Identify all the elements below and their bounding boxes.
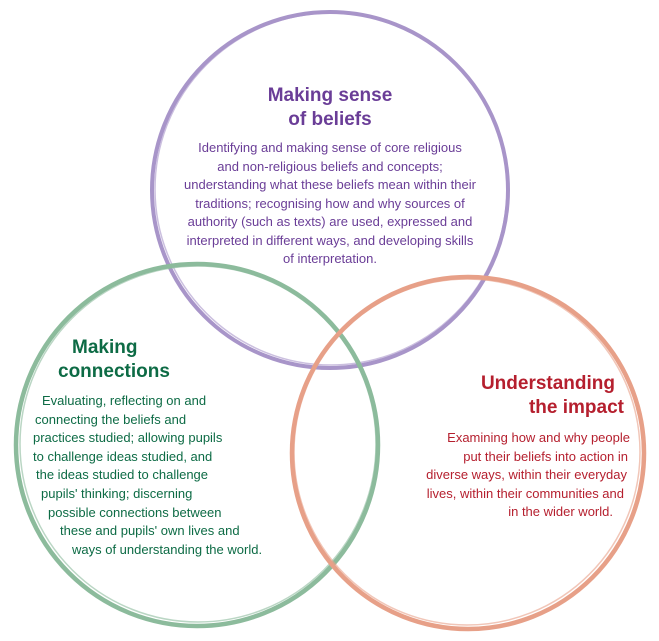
connections-body-line: Evaluating, reflecting on and bbox=[42, 393, 207, 408]
connections-body-line: practices studied; allowing pupils bbox=[33, 430, 223, 446]
circle-beliefs bbox=[150, 10, 510, 370]
beliefs-body-line: understanding what these beliefs mean wi… bbox=[184, 177, 476, 192]
beliefs-title-line: of beliefs bbox=[288, 109, 372, 130]
beliefs-body-line: interpreted in different ways, and devel… bbox=[186, 232, 474, 248]
connections-title-line: connections bbox=[58, 361, 170, 382]
connections-body-line: to challenge ideas studied, and bbox=[33, 448, 213, 464]
circle-connections bbox=[13, 261, 381, 629]
impact-body-line: lives, within their communities and bbox=[426, 485, 624, 501]
impact-title-line: Understanding bbox=[480, 373, 615, 394]
impact-title-line: the impact bbox=[528, 397, 624, 418]
impact-body-line: in the wider world. bbox=[508, 504, 613, 520]
connections-title-line: Making bbox=[72, 337, 138, 358]
impact-body-line: diverse ways, within their everyday bbox=[426, 467, 627, 483]
beliefs-body-line: and non-religious beliefs and concepts; bbox=[217, 158, 443, 174]
connections-body-line: these and pupils' own lives and bbox=[60, 523, 240, 539]
beliefs-body-line: of interpretation. bbox=[283, 251, 377, 266]
impact-body-line: Examining how and why people bbox=[447, 430, 630, 445]
beliefs-title-line: Making sense bbox=[267, 85, 393, 106]
beliefs-body-line: authority (such as texts) are used, expr… bbox=[187, 214, 473, 229]
connections-body-line: connecting the beliefs and bbox=[35, 411, 187, 427]
circle-impact bbox=[289, 274, 647, 632]
impact-body-line: put their beliefs into action in bbox=[463, 448, 628, 464]
connections-body-line: possible connections between bbox=[48, 504, 222, 520]
beliefs-body-line: traditions; recognising how and why sour… bbox=[195, 195, 465, 211]
beliefs-body-line: Identifying and making sense of core rel… bbox=[198, 140, 462, 155]
connections-body-line: pupils' thinking; discerning bbox=[41, 486, 193, 501]
connections-body-line: ways of understanding the world. bbox=[72, 541, 263, 557]
connections-body-line: the ideas studied to challenge bbox=[36, 467, 209, 483]
